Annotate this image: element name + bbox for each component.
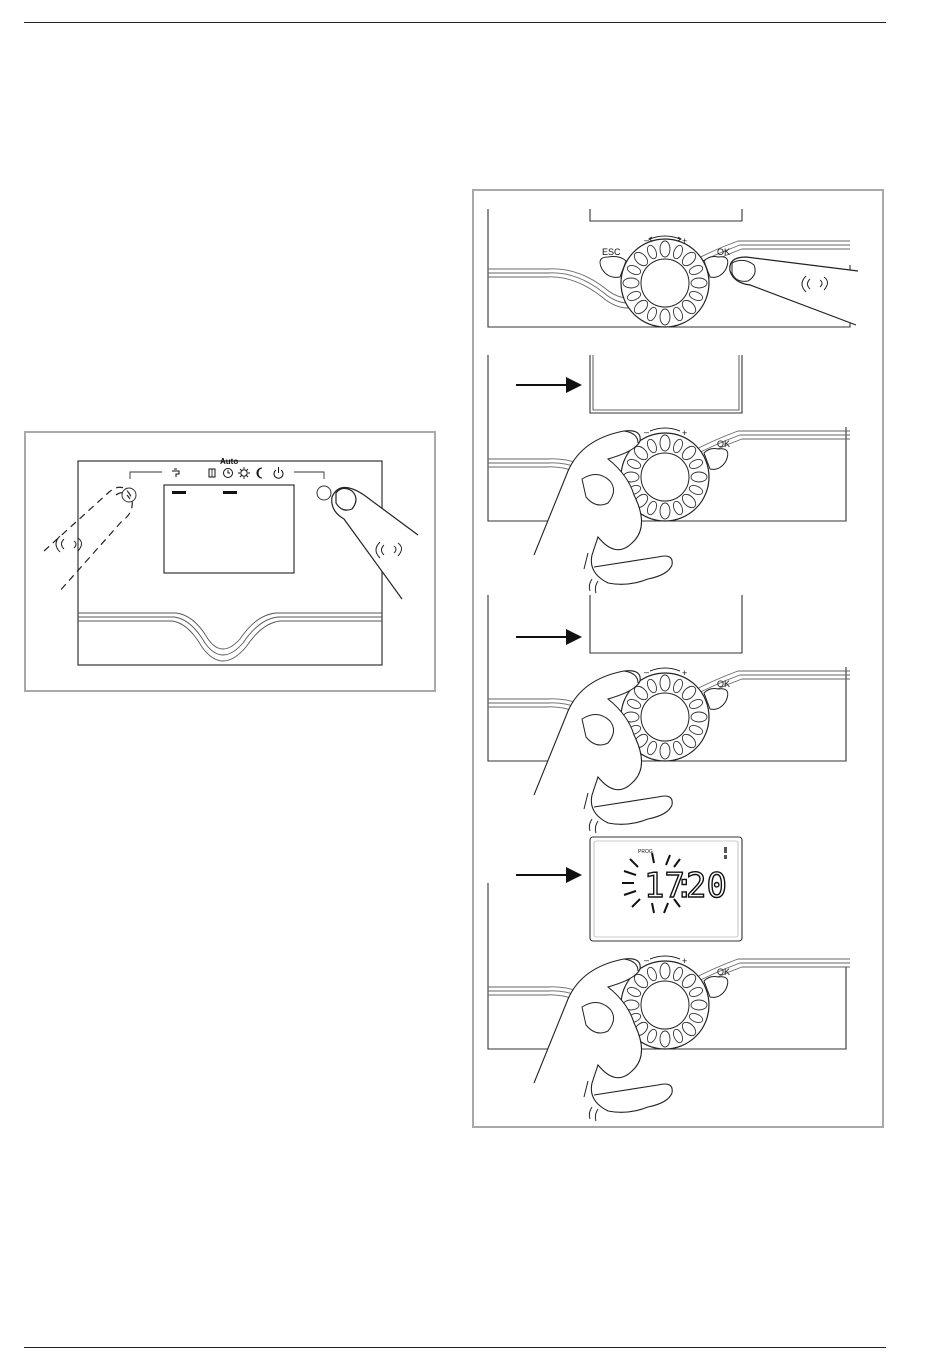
step-3-turn-dial: OK – + (488, 595, 850, 833)
display-screen (164, 485, 294, 573)
minus-label: – (644, 427, 649, 437)
finger-on-ok (730, 257, 858, 325)
display-window (590, 355, 742, 413)
rotary-dial[interactable] (621, 239, 709, 327)
left-button[interactable] (122, 488, 136, 502)
display-window (590, 595, 742, 653)
right-finger (332, 487, 418, 599)
footer-rule (24, 1347, 886, 1348)
step-1-press-ok: ESC OK – + (488, 209, 858, 327)
sun-icon (238, 467, 250, 479)
step-4-display-time: PROG 17 : 20 OK – + (488, 837, 850, 1121)
step-2-turn-dial: OK – + (488, 355, 850, 593)
prog-label: PROG (638, 849, 653, 855)
esc-label: ESC (602, 247, 621, 257)
boiler-swoosh (78, 613, 382, 661)
time-minutes: 20 (686, 866, 727, 906)
arrow-right-icon (516, 377, 582, 393)
moon-icon (257, 468, 262, 478)
power-icon (274, 467, 283, 478)
right-button[interactable] (317, 486, 331, 500)
right-figure-panel: ESC OK – + (472, 189, 884, 1128)
tap-icon (172, 469, 179, 477)
clock-icon (224, 469, 233, 478)
auto-label: Auto (220, 457, 238, 466)
ok-label: OK (717, 247, 730, 257)
minus-label: – (644, 667, 649, 677)
display-dash-right (223, 491, 237, 494)
radiator-icon (209, 469, 215, 477)
display-dash-left (172, 491, 186, 494)
ok-label: OK (717, 679, 730, 689)
arrow-right-icon (516, 629, 582, 645)
ok-label: OK (717, 967, 730, 977)
header-rule (24, 22, 886, 23)
control-panel-illustration: Auto (26, 433, 434, 690)
ok-label: OK (717, 439, 730, 449)
left-figure-panel: Auto (24, 431, 436, 692)
minus-label: – (644, 955, 649, 965)
time-setting-steps-illustration: ESC OK – + (474, 191, 882, 1126)
arrow-right-icon (516, 867, 582, 883)
